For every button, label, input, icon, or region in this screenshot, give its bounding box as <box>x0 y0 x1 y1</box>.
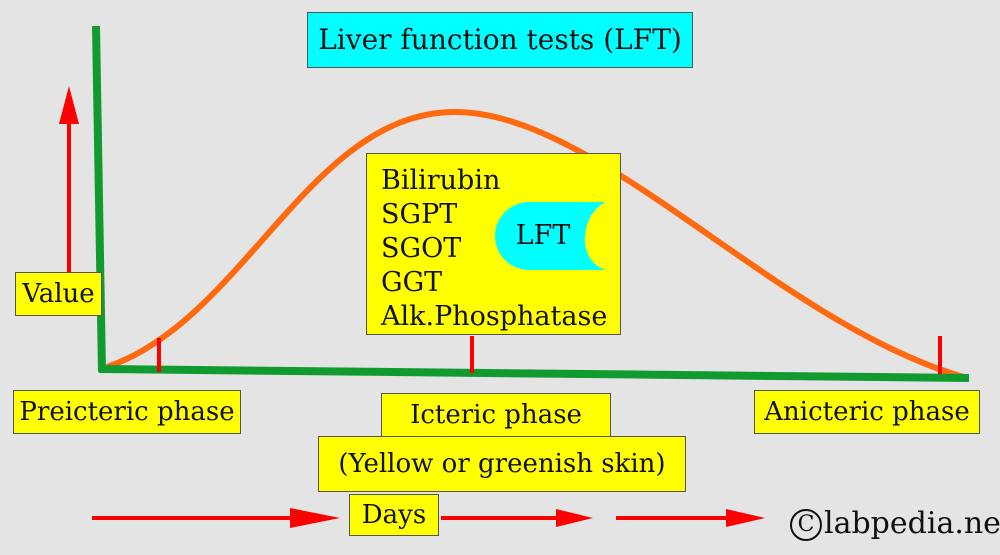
preicteric-phase-label: Preicteric phase <box>13 390 241 434</box>
icteric-phase-label: Icteric phase <box>381 393 611 437</box>
diagram-title: Liver function tests (LFT) <box>307 12 693 68</box>
test-alk-phosphatase: Alk.Phosphatase <box>381 301 608 332</box>
lft-badge-label: LFT <box>515 220 571 251</box>
y-axis <box>92 25 106 373</box>
x-axis <box>98 365 970 382</box>
tests-list: Bilirubin SGPT SGOT GGT Alk.Phosphatase <box>381 164 620 334</box>
value-up-arrow <box>59 86 79 272</box>
copyright-icon: C <box>790 509 822 541</box>
copyright-text: labpedia.net <box>824 506 1000 541</box>
test-sgot: SGOT <box>381 233 462 264</box>
lft-badge-shape <box>495 202 606 270</box>
x-axis-label: Days <box>349 494 439 536</box>
anicteric-phase-label: Anicteric phase <box>754 390 980 434</box>
test-bilirubin: Bilirubin <box>381 165 501 196</box>
days-arrow-3 <box>616 509 765 527</box>
days-arrow-1 <box>92 508 340 528</box>
days-arrow-2 <box>441 509 593 527</box>
test-ggt: GGT <box>381 267 443 298</box>
lft-level-curve <box>106 108 968 381</box>
icteric-phase-note: (Yellow or greenish skin) <box>318 436 686 492</box>
test-sgpt: SGPT <box>381 199 458 230</box>
y-axis-label: Value <box>15 272 102 316</box>
